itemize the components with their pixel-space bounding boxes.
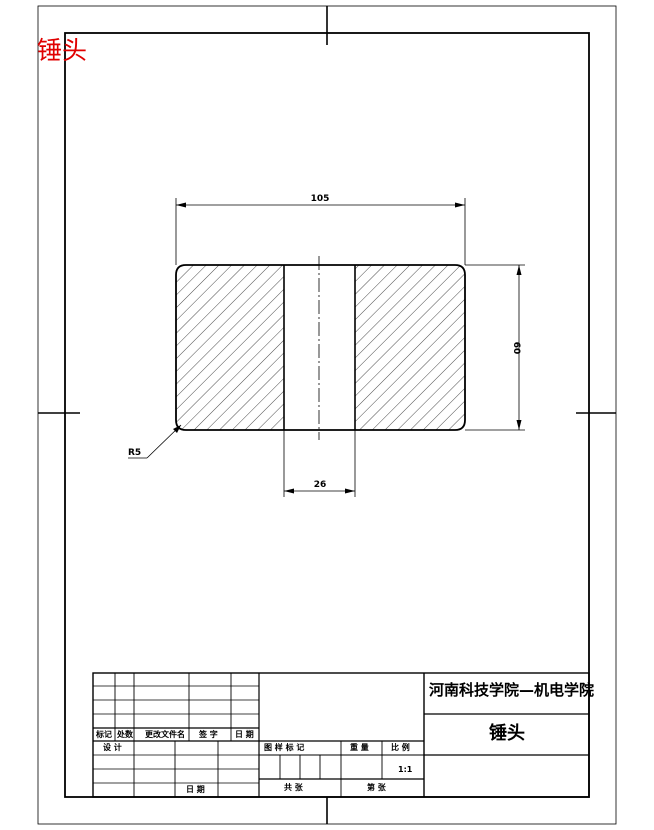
stage-mark: 图 样 标 记 [264, 743, 305, 752]
radius-label: R5 [128, 448, 141, 458]
header-date: 日 期 [235, 730, 254, 739]
part-outline [175, 264, 466, 431]
institution-name: 河南科技学院—机电学院 [429, 681, 595, 699]
role-date: 日 期 [186, 785, 205, 794]
dimension-bore [283, 430, 356, 497]
sheet-number: 第 张 [367, 783, 386, 792]
dimension-height-label: 60 [511, 342, 521, 355]
scale-value: 1:1 [398, 765, 413, 774]
outer-border [37, 5, 617, 825]
centering-marks [38, 6, 616, 824]
part-name: 锤头 [489, 723, 525, 744]
header-count: 处数 [117, 730, 133, 739]
radius-leader [128, 424, 182, 459]
dimension-width-label: 105 [311, 194, 330, 204]
part-section [175, 256, 466, 440]
title-block-grid [92, 672, 590, 798]
weight-label: 重 量 [350, 743, 369, 752]
dimension-bore-label: 26 [314, 480, 327, 490]
scale-label: 比 例 [391, 743, 410, 752]
sheets-total: 共 张 [284, 783, 303, 792]
header-mark: 标记 [96, 730, 112, 739]
corner-title: 锤头 [37, 36, 88, 65]
hatched-left [176, 265, 284, 430]
dimension-height [465, 264, 525, 431]
hatched-right [355, 265, 465, 430]
dimension-width [175, 198, 466, 265]
header-signature: 签 字 [199, 730, 218, 739]
role-design: 设 计 [103, 743, 122, 752]
header-change-doc: 更改文件名 [145, 730, 185, 739]
